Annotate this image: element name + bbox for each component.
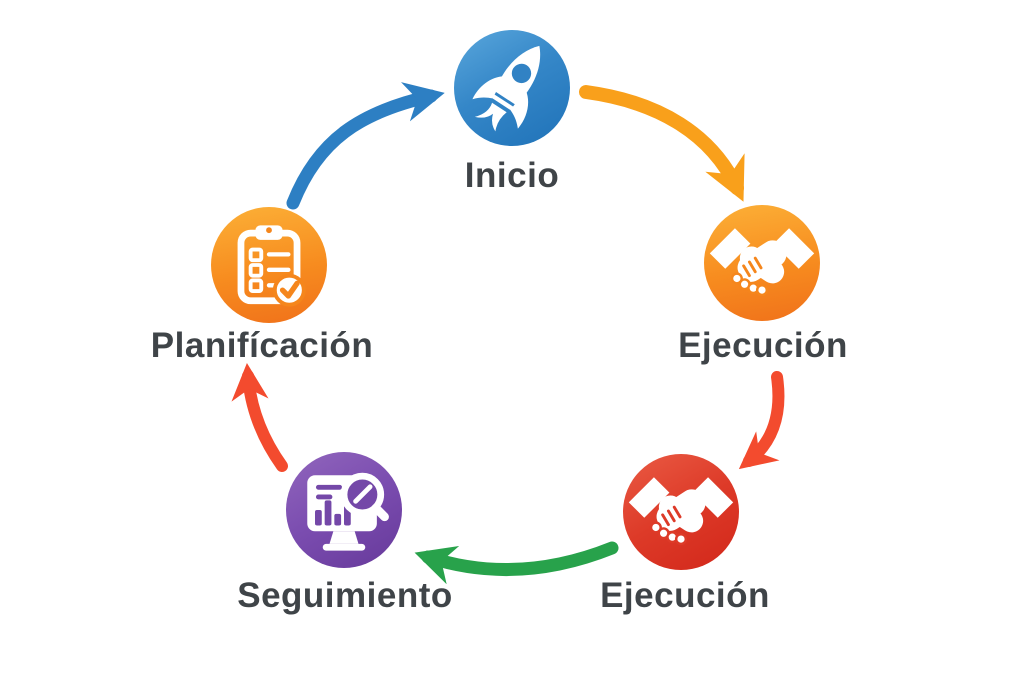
handshake-icon (709, 228, 815, 297)
node-seguimiento (286, 452, 402, 568)
node-planificacion (211, 207, 327, 323)
arrow-seguimiento-to-planificacion (231, 363, 288, 472)
node-ejecucion-bottom (623, 454, 739, 570)
arrow-inicio-to-ejecucion (579, 85, 745, 202)
ejecucion-bottom-label: Ejecución (600, 576, 770, 615)
arrow-planificacion-to-inicio (286, 82, 445, 210)
rocket-icon (472, 45, 541, 132)
arrow-ejecucion-to-seguimiento (414, 541, 619, 585)
planificacion-label: Planifícación (150, 326, 374, 365)
handshake-icon (628, 477, 734, 546)
node-ejecucion-right (704, 205, 820, 321)
monitor-analytics-icon (307, 472, 389, 551)
clipboard-checklist-icon (237, 225, 306, 307)
arrow-ejecucion-to-ejecucion (738, 371, 785, 470)
seguimiento-label: Seguimiento (237, 576, 453, 615)
node-inicio (454, 30, 570, 146)
inicio-label: Inicio (464, 156, 560, 195)
ejecucion-right-label: Ejecución (678, 326, 848, 365)
